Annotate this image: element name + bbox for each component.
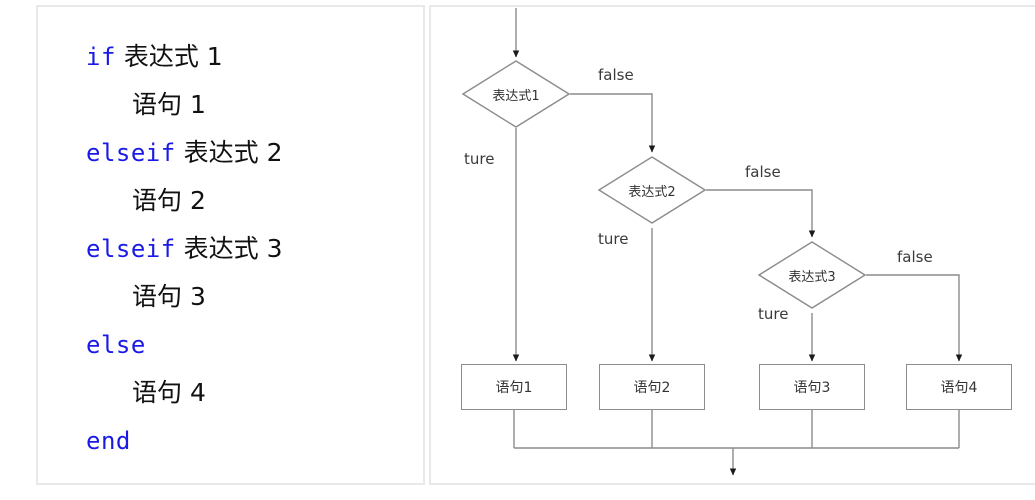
code-panel: if 表达式 1 语句 1 elseif 表达式 2 语句 2 elseif 表… [36, 5, 425, 485]
diamond-shape-icon [462, 60, 570, 128]
code-line: elseif 表达式 2 [86, 129, 416, 177]
code-line: end [86, 417, 416, 465]
code-line: 语句 3 [86, 273, 416, 321]
code-text: 表达式 1 [115, 42, 223, 71]
decision-label: 表达式2 [628, 184, 676, 200]
process-node-3[interactable]: 语句3 [759, 364, 865, 410]
code-line: elseif 表达式 3 [86, 225, 416, 273]
code-listing: if 表达式 1 语句 1 elseif 表达式 2 语句 2 elseif 表… [86, 33, 416, 465]
code-line: 语句 4 [86, 369, 416, 417]
process-node-1[interactable]: 语句1 [461, 364, 567, 410]
process-label: 语句3 [793, 380, 831, 396]
code-keyword: if [86, 43, 116, 71]
edge-label-false-2: false [745, 163, 781, 181]
diamond-shape-icon [598, 156, 706, 224]
code-line: 语句 1 [86, 81, 416, 129]
decision-node-2[interactable]: 表达式2 [598, 156, 706, 224]
code-keyword: else [86, 331, 146, 359]
code-text: 语句 4 [132, 378, 206, 407]
edge-label-false-1: false [598, 66, 634, 84]
code-text: 语句 2 [132, 186, 206, 215]
code-keyword: elseif [86, 139, 176, 167]
code-text: 表达式 3 [175, 234, 283, 263]
process-label: 语句4 [940, 380, 978, 396]
edge-label-true-3: ture [758, 305, 789, 323]
decision-label: 表达式1 [492, 88, 540, 104]
code-text: 表达式 2 [175, 138, 283, 167]
process-node-2[interactable]: 语句2 [599, 364, 705, 410]
decision-node-3[interactable]: 表达式3 [758, 241, 866, 309]
code-keyword: elseif [86, 235, 176, 263]
decision-label: 表达式3 [788, 269, 836, 285]
edge-label-true-2: ture [598, 230, 629, 248]
edge-label-false-3: false [897, 248, 933, 266]
code-line: else [86, 321, 416, 369]
code-keyword: end [86, 427, 131, 455]
code-text: 语句 1 [132, 90, 206, 119]
diamond-shape-icon [758, 241, 866, 309]
edge-label-true-1: ture [464, 150, 495, 168]
process-node-4[interactable]: 语句4 [906, 364, 1012, 410]
code-line: if 表达式 1 [86, 33, 416, 81]
process-label: 语句2 [633, 380, 671, 396]
decision-node-1[interactable]: 表达式1 [462, 60, 570, 128]
code-line: 语句 2 [86, 177, 416, 225]
code-text: 语句 3 [132, 282, 206, 311]
process-label: 语句1 [495, 380, 533, 396]
